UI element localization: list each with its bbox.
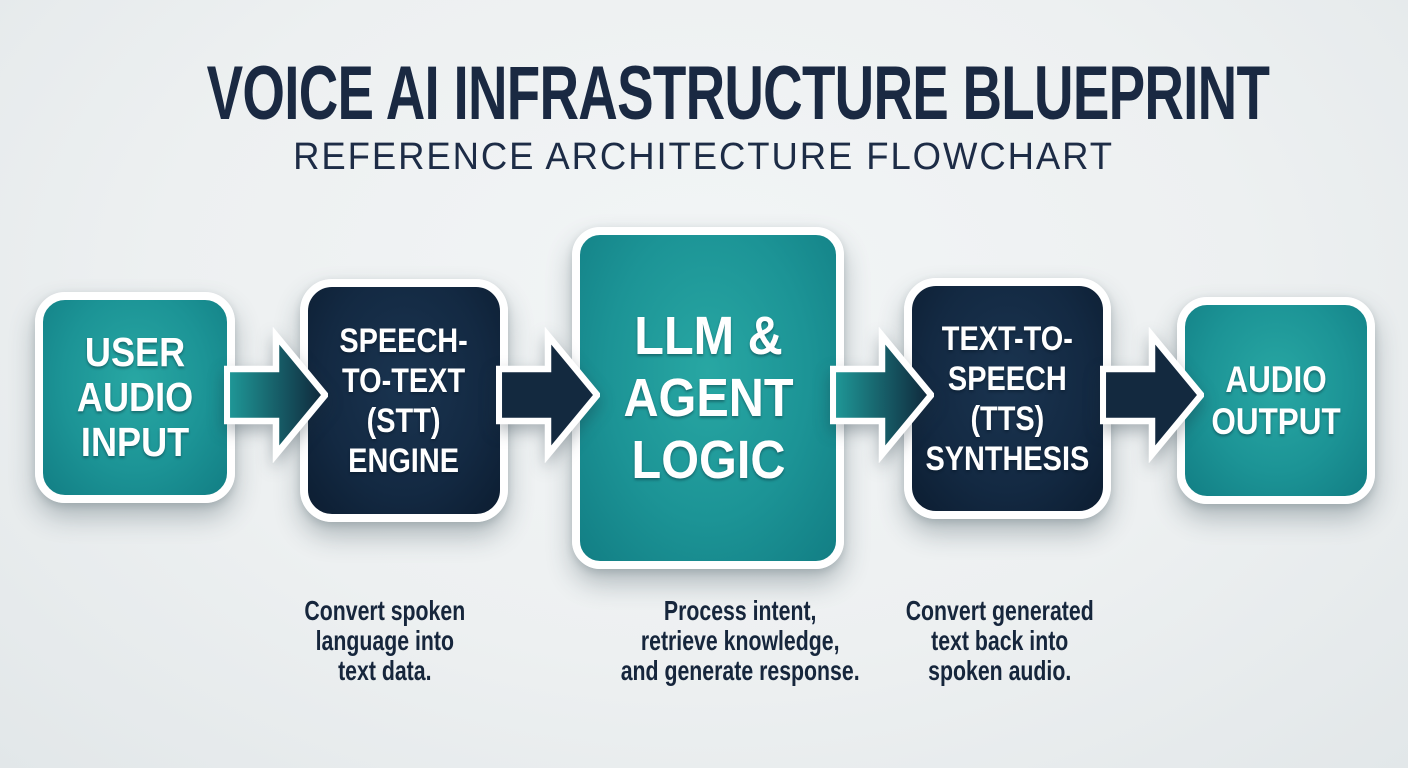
node-description-llm: Process intent, retrieve knowledge, and … (550, 596, 930, 686)
flow-node-llm-agent-logic: LLM & AGENT LOGIC (572, 227, 844, 569)
arrow-right-icon-tts-to-output (1100, 327, 1204, 463)
arrow-right-icon-input-to-stt (224, 327, 328, 463)
flow-node-user-audio-input: USER AUDIO INPUT (35, 292, 235, 503)
node-label: USER AUDIO INPUT (77, 330, 193, 465)
node-label: LLM & AGENT LOGIC (623, 305, 793, 491)
node-label-line: SPEECH (948, 359, 1067, 398)
node-label-line: AUDIO (76, 374, 194, 420)
description-line: Process intent, (663, 595, 817, 626)
description-line: and generate response. (620, 655, 860, 686)
node-label-line: INPUT (80, 419, 190, 465)
page-title-text: VOICE AI INFRASTRUCTURE BLUEPRINT (206, 51, 1270, 136)
node-label-line: ENGINE (348, 441, 460, 480)
description-line: text data. (338, 655, 432, 686)
description-line: Convert spoken (304, 595, 466, 626)
page-title: VOICE AI INFRASTRUCTURE BLUEPRINT (0, 50, 1408, 137)
node-label-line: TEXT-TO- (941, 319, 1074, 358)
node-description-tts: Convert generated text back into spoken … (810, 596, 1190, 686)
flow-node-tts-synthesis: TEXT-TO- SPEECH (TTS) SYNTHESIS (904, 278, 1111, 519)
node-description-text: Convert generated text back into spoken … (906, 596, 1094, 686)
page-subtitle: REFERENCE ARCHITECTURE FLOWCHART (0, 136, 1408, 179)
node-label-line: SPEECH- (339, 321, 469, 360)
node-label-line: USER (84, 329, 186, 375)
node-description-text: Convert spoken language into text data. (305, 596, 466, 686)
node-label-line: LLM & (633, 306, 783, 366)
arrow-right-icon-stt-to-llm (496, 327, 600, 463)
node-label-line: TO-TEXT (342, 361, 466, 400)
node-label-line: AGENT (622, 368, 794, 428)
description-line: retrieve knowledge, (640, 625, 840, 656)
node-label-line: (STT) (367, 401, 441, 440)
node-label: SPEECH- TO-TEXT (STT) ENGINE (340, 321, 468, 481)
description-line: Convert generated (905, 595, 1095, 626)
flow-node-stt-engine: SPEECH- TO-TEXT (STT) ENGINE (300, 279, 508, 522)
page-subtitle-text: REFERENCE ARCHITECTURE FLOWCHART (293, 136, 1115, 178)
description-line: language into (315, 625, 455, 656)
node-label-line: OUTPUT (1211, 400, 1341, 442)
flow-node-audio-output: AUDIO OUTPUT (1177, 297, 1375, 504)
description-line: spoken audio. (928, 655, 1072, 686)
node-label-line: AUDIO (1225, 358, 1327, 400)
node-description-stt: Convert spoken language into text data. (195, 596, 575, 686)
node-label-line: SYNTHESIS (925, 439, 1090, 478)
node-label: AUDIO OUTPUT (1211, 359, 1340, 443)
node-label-line: (TTS) (970, 399, 1045, 438)
arrow-right-icon-llm-to-tts (830, 327, 934, 463)
description-line: text back into (931, 625, 1069, 656)
node-description-text: Process intent, retrieve knowledge, and … (621, 596, 860, 686)
node-label: TEXT-TO- SPEECH (TTS) SYNTHESIS (926, 319, 1090, 479)
node-label-line: LOGIC (631, 430, 785, 490)
